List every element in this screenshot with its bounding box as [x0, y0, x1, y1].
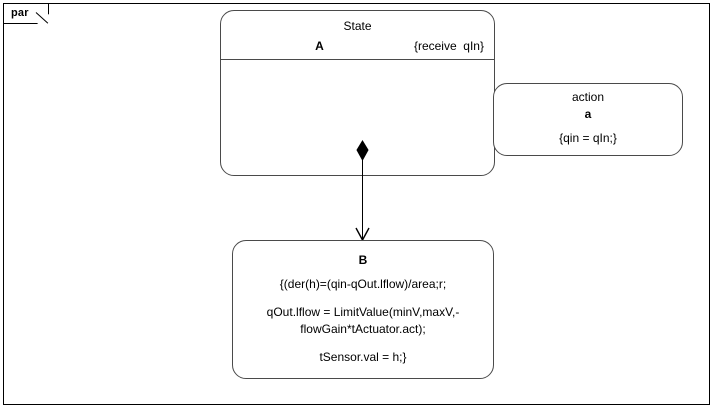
action-state-name-label: a	[584, 107, 592, 121]
action-state-body-text: {qin = qIn;}	[559, 131, 617, 145]
frame-tab: par	[3, 3, 49, 24]
state-a-stereotype-label: State	[343, 19, 372, 33]
state-a-header: State A {receive qIn}	[221, 11, 494, 59]
state-b-name-label: B	[358, 253, 368, 267]
frame-operator-label: par	[11, 7, 29, 19]
state-a-name-label: A	[315, 39, 324, 53]
frame-tab-shape	[3, 3, 49, 24]
state-b-body-line-1: {(der(h)=(qin-qOut.lflow)/area;r;	[279, 277, 447, 291]
state-b-body-line-2b: flowGain*tActuator.act);	[300, 322, 426, 336]
state-b-body-line-2a: qOut.lflow = LimitValue(minV,maxV,-	[266, 305, 460, 319]
state-a-compartment-divider	[221, 59, 494, 60]
state-b-box[interactable]: B {(der(h)=(qin-qOut.lflow)/area;r; qOut…	[232, 240, 494, 379]
state-b-body-line-2: qOut.lflow = LimitValue(minV,maxV,- flow…	[239, 304, 487, 338]
state-a-box[interactable]: State A {receive qIn} action a {qin = qI…	[220, 10, 683, 176]
state-b-body-line-3: tSensor.val = h;}	[319, 350, 407, 364]
action-state-stereotype-label: action	[571, 90, 605, 104]
action-state-box[interactable]: action a {qin = qIn;}	[493, 83, 683, 156]
state-a-constraint-label: {receive qIn}	[413, 39, 484, 53]
state-a-name-row: A {receive qIn}	[221, 40, 494, 56]
state-b-body: {(der(h)=(qin-qOut.lflow)/area;r; qOut.l…	[239, 276, 487, 366]
